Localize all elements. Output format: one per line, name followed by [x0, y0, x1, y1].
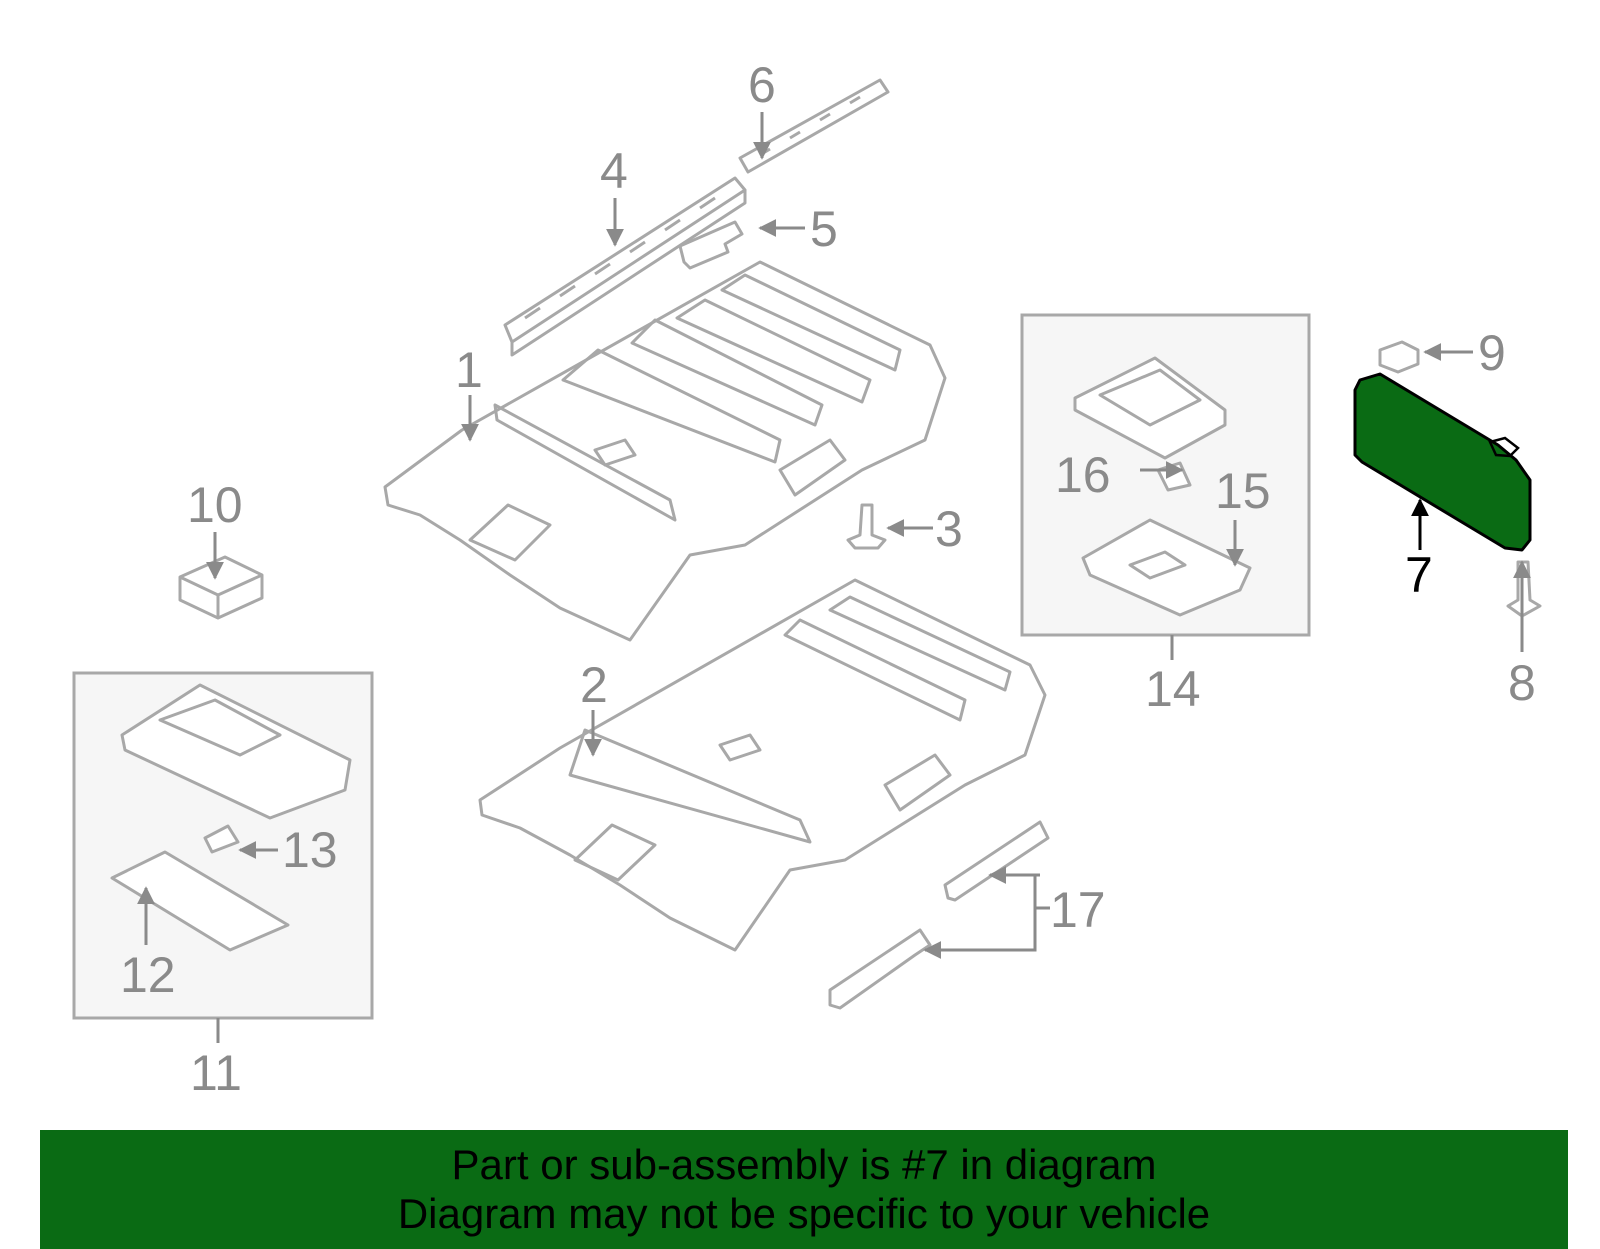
callout-15: 15: [1215, 463, 1271, 519]
assembly-box-11: [72, 671, 374, 1020]
part-17-strips: [828, 820, 1050, 1010]
callout-2: 2: [580, 657, 608, 713]
info-banner: Part or sub-assembly is #7 in diagram Di…: [40, 1130, 1568, 1249]
part-8-clip: [1506, 560, 1542, 618]
callout-3: 3: [935, 501, 963, 557]
part-7-sun-visor: [1353, 372, 1532, 552]
callout-17: 17: [1050, 882, 1106, 938]
callout-4: 4: [600, 143, 628, 199]
callout-labels: 1 2 3 4 5 6 7 8 9 10 11 12 13 14 15 16 1…: [120, 57, 1536, 1101]
callout-11: 11: [190, 1045, 242, 1101]
banner-line-1: Part or sub-assembly is #7 in diagram: [451, 1141, 1157, 1188]
leader-lines: [137, 112, 1531, 1043]
part-5-clip: [678, 220, 744, 270]
callout-14: 14: [1145, 661, 1201, 717]
part-10-bracket: [178, 555, 264, 620]
assembly-box-14: [1020, 313, 1311, 637]
callout-8: 8: [1508, 655, 1536, 711]
callout-7: 7: [1405, 547, 1433, 603]
part-4-rail: [503, 176, 747, 357]
part-2-headliner: [478, 578, 1047, 952]
callout-13: 13: [282, 822, 338, 878]
callout-10: 10: [187, 477, 243, 533]
callout-16: 16: [1055, 447, 1111, 503]
callout-12: 12: [120, 947, 176, 1003]
part-3-clip: [846, 503, 887, 550]
callout-5: 5: [810, 201, 838, 257]
callout-1: 1: [455, 342, 483, 398]
callout-9: 9: [1478, 325, 1506, 381]
part-1-headliner: [383, 260, 947, 642]
callout-6: 6: [748, 57, 776, 113]
part-9-clip: [1378, 340, 1420, 374]
banner-line-2: Diagram may not be specific to your vehi…: [397, 1190, 1211, 1237]
